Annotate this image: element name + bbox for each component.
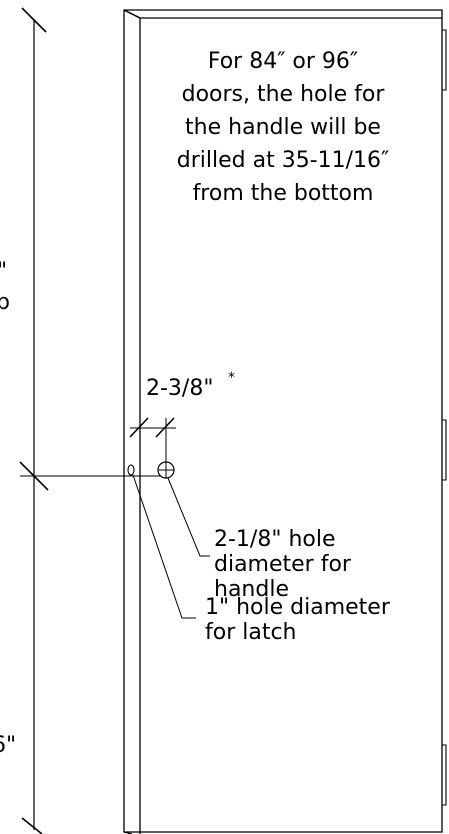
door-edge	[123, 9, 141, 834]
latch-hole-label-line: for latch	[205, 620, 297, 645]
setback-tick-right	[155, 417, 175, 438]
setback-dimension-label: 2-3/8"	[146, 376, 213, 401]
latch-leader-line	[132, 474, 196, 619]
cropped-dimension-label-bottom: 6"	[0, 733, 16, 758]
door-note-line: from the bottom	[193, 181, 374, 206]
handle-hole-label-line: handle	[214, 577, 289, 602]
latch-hole-label-line: 1" hole diameter	[205, 595, 391, 620]
latch-hole-label: 1" hole diameter for latch	[205, 595, 391, 645]
door-note-line: drilled at 35-11/16″	[177, 148, 390, 173]
door-note: For 84″ or 96″ doors, the hole for the h…	[177, 49, 390, 206]
door-note-line: the handle will be	[185, 115, 381, 140]
hinge-notch-middle	[442, 419, 447, 481]
door-top-face	[123, 9, 442, 19]
bottom-dimension-tick	[21, 817, 43, 834]
door-note-line: For 84″ or 96″	[208, 49, 358, 74]
hinge-notch-top	[442, 29, 447, 91]
setback-footnote-marker: *	[228, 370, 235, 386]
handle-hole-label: 2-1/8" hole diameter for handle	[214, 527, 352, 602]
handle-hole-label-line: 2-1/8" hole	[214, 527, 336, 552]
setback-tick-left	[129, 417, 149, 438]
handle-leader-line	[167, 477, 210, 557]
door-note-line: doors, the hole for	[182, 82, 386, 107]
door-front-face	[123, 9, 443, 833]
latch-hole	[127, 464, 135, 476]
cropped-dimension-label-top-second: p	[0, 290, 10, 315]
handle-hole-label-line: diameter for	[214, 552, 352, 577]
cropped-dimension-label-top: "	[0, 259, 7, 284]
hinge-notch-bottom	[442, 744, 447, 806]
top-dimension-tick	[21, 7, 47, 33]
